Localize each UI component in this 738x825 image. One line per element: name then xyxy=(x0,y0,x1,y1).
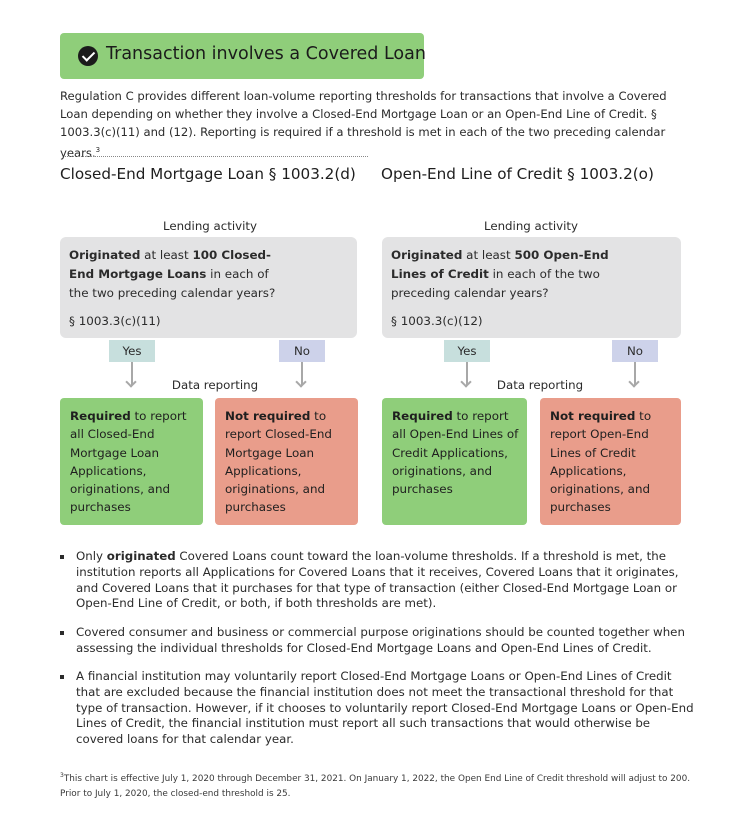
bullet-item: A financial institution may voluntarily … xyxy=(60,669,700,751)
open-end-required-bold: Required xyxy=(392,409,453,423)
open-end-no-arrow-icon xyxy=(634,362,636,385)
open-end-question-mid: at least xyxy=(462,248,515,262)
closed-end-no-arrow-icon xyxy=(301,362,303,385)
open-end-question-box: Originated at least 500 Open-End Lines o… xyxy=(382,237,681,338)
closed-end-required-text: Required to report all Closed-End Mortga… xyxy=(70,407,198,517)
intro-text: Regulation C provides different loan-vol… xyxy=(60,89,667,160)
closed-end-yes-arrow-icon xyxy=(131,362,133,385)
open-end-question-rest: in each of the two preceding calendar ye… xyxy=(391,267,600,300)
footnote: 3This chart is effective July 1, 2020 th… xyxy=(60,768,700,802)
closed-end-citation: § 1003.3(c)(11) xyxy=(69,314,161,328)
intro-paragraph: Regulation C provides different loan-vol… xyxy=(60,87,690,162)
footnote-text: This chart is effective July 1, 2020 thr… xyxy=(60,773,691,799)
open-end-not-required-rest: to report Open-End Lines of Credit Appli… xyxy=(550,409,652,515)
closed-end-not-required-box: Not required to report Closed-End Mortga… xyxy=(215,398,358,525)
bullet-text-post: Covered Loans count toward the loan-volu… xyxy=(76,549,679,611)
bullet-text-pre: Only xyxy=(76,549,107,563)
open-end-required-rest: to report all Open-End Lines of Credit A… xyxy=(392,409,519,497)
bullet-marker xyxy=(60,631,64,635)
closed-end-heading: Closed-End Mortgage Loan § 1003.2(d) xyxy=(60,165,356,183)
open-end-not-required-text: Not required to report Open-End Lines of… xyxy=(550,407,676,517)
bullet-item: Covered consumer and business or commerc… xyxy=(60,625,700,659)
bullet-marker xyxy=(60,675,64,679)
closed-end-reporting-label: Data reporting xyxy=(171,378,259,392)
closed-end-not-required-rest: to report Closed-End Mortgage Loan Appli… xyxy=(225,409,332,515)
bullet-text: Covered consumer and business or commerc… xyxy=(76,625,685,655)
closed-end-question-originated: Originated xyxy=(69,248,141,262)
closed-end-question: Originated at least 100 Closed-End Mortg… xyxy=(69,246,289,303)
footnote-mark: 3 xyxy=(60,772,64,779)
open-end-lending-label: Lending activity xyxy=(483,219,579,233)
closed-end-required-rest: to report all Closed-End Mortgage Loan A… xyxy=(70,409,187,515)
open-end-yes-arrow-icon xyxy=(466,362,468,385)
closed-end-question-threshold: 100 Closed-End Mortgage Loans xyxy=(69,248,271,281)
closed-end-not-required-text: Not required to report Closed-End Mortga… xyxy=(225,407,351,517)
bullet-item: Only originated Covered Loans count towa… xyxy=(60,549,700,615)
open-end-question: Originated at least 500 Open-End Lines o… xyxy=(391,246,623,303)
closed-end-question-box: Originated at least 100 Closed-End Mortg… xyxy=(60,237,357,338)
closed-end-question-mid: at least xyxy=(140,248,193,262)
open-end-required-text: Required to report all Open-End Lines of… xyxy=(392,407,522,498)
closed-end-question-rest: in each of the two preceding calendar ye… xyxy=(69,267,276,300)
open-end-required-box: Required to report all Open-End Lines of… xyxy=(382,398,527,525)
closed-end-required-box: Required to report all Closed-End Mortga… xyxy=(60,398,203,525)
open-end-question-threshold: 500 Open-End Lines of Credit xyxy=(391,248,609,281)
closed-end-not-required-bold: Not required xyxy=(225,409,311,423)
covered-loan-banner: Transaction involves a Covered Loan xyxy=(60,33,426,79)
open-end-not-required-bold: Not required xyxy=(550,409,636,423)
intro-footnote-mark: 3 xyxy=(95,146,101,154)
closed-end-no-tag: No xyxy=(279,340,325,362)
closed-end-yes-tag: Yes xyxy=(109,340,155,362)
bullet-text: A financial institution may voluntarily … xyxy=(76,669,694,747)
checkmark-circle-icon xyxy=(78,46,98,66)
open-end-no-tag: No xyxy=(612,340,658,362)
bullet-marker xyxy=(60,555,64,559)
closed-end-lending-label: Lending activity xyxy=(162,219,258,233)
open-end-citation: § 1003.3(c)(12) xyxy=(391,314,483,328)
bullet-text-bold: originated xyxy=(106,549,176,563)
banner-title: Transaction involves a Covered Loan xyxy=(106,44,426,64)
closed-end-required-bold: Required xyxy=(70,409,131,423)
open-end-not-required-box: Not required to report Open-End Lines of… xyxy=(540,398,681,525)
open-end-question-originated: Originated xyxy=(391,248,463,262)
dotted-divider xyxy=(65,156,368,157)
open-end-reporting-label: Data reporting xyxy=(496,378,584,392)
open-end-heading: Open-End Line of Credit § 1003.2(o) xyxy=(381,165,654,183)
bullet-text: Only originated Covered Loans count towa… xyxy=(76,549,696,612)
open-end-yes-tag: Yes xyxy=(444,340,490,362)
